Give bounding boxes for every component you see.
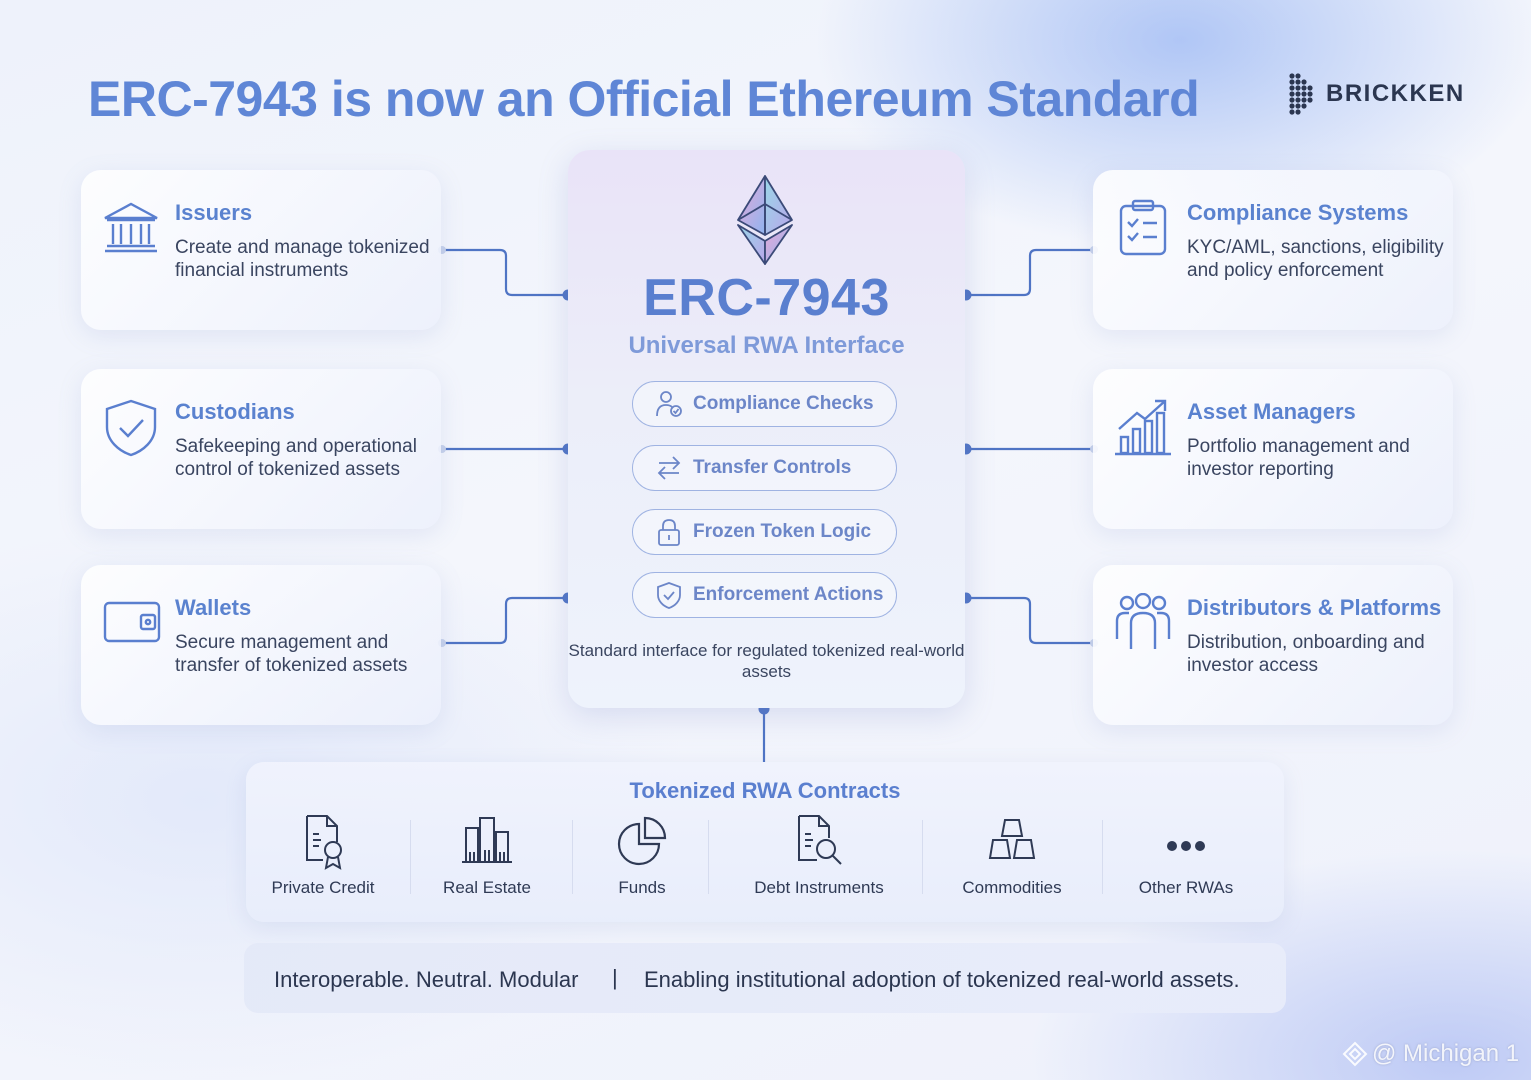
transfer-arrows-icon <box>657 456 681 480</box>
asset-label: Other RWAs <box>1138 878 1234 897</box>
feature-label: Frozen Token Logic <box>693 521 872 542</box>
divider <box>410 820 411 894</box>
asset-managers-card: Asset Managers Portfolio management and … <box>1093 369 1453 529</box>
asset-label: Real Estate <box>443 878 531 897</box>
buildings-icon <box>462 817 512 863</box>
ethereum-logo-icon <box>737 175 793 265</box>
asset-other-rwas: Other RWAs <box>1124 812 1248 898</box>
asset-private-credit: Private Credit <box>262 812 384 898</box>
growth-chart-icon <box>1115 399 1171 456</box>
card-title: Custodians <box>175 399 295 424</box>
center-note: Standard interface for regulated tokeniz… <box>568 641 965 681</box>
checklist-icon <box>1119 199 1167 256</box>
contracts-panel <box>246 762 1284 922</box>
tagline-right: Enabling institutional adoption of token… <box>644 967 1240 992</box>
card-description: Distribution, onboarding and investor ac… <box>1187 632 1425 676</box>
feature-label: Transfer Controls <box>693 457 852 478</box>
watermark-text: @ Michigan 1 <box>1372 1040 1520 1067</box>
more-dots-icon <box>1167 841 1205 851</box>
feature-label: Enforcement Actions <box>693 584 884 605</box>
divider <box>572 820 573 894</box>
erc-subtitle: Universal RWA Interface <box>628 332 905 359</box>
wallet-icon <box>103 601 161 643</box>
document-badge-icon <box>306 815 342 870</box>
contracts-title: Tokenized RWA Contracts <box>629 778 901 803</box>
distributors-platforms-card: Distributors & Platforms Distribution, o… <box>1093 565 1453 725</box>
asset-funds: Funds <box>582 812 702 898</box>
bank-icon <box>104 202 158 253</box>
card-title: Wallets <box>175 595 252 620</box>
gold-bars-icon <box>988 819 1036 859</box>
asset-label: Debt Instruments <box>754 878 884 897</box>
shield-check-icon <box>657 582 681 609</box>
lock-icon <box>658 519 680 546</box>
asset-label: Private Credit <box>271 878 375 897</box>
feature-compliance-checks: Compliance Checks <box>632 381 897 427</box>
feature-label: Compliance Checks <box>693 393 874 414</box>
erc-title: ERC-7943 <box>643 269 890 327</box>
card-description: Secure management and transfer of tokeni… <box>175 632 408 676</box>
brand-logo: BRICKKEN <box>1288 72 1465 116</box>
card-title: Asset Managers <box>1187 399 1356 424</box>
card-title: Distributors & Platforms <box>1187 595 1442 620</box>
feature-transfer-controls: Transfer Controls <box>632 445 897 491</box>
card-description: Portfolio management and investor report… <box>1187 436 1410 480</box>
asset-commodities: Commodities <box>946 812 1078 898</box>
card-description: KYC/AML, sanctions, eligibility and poli… <box>1187 237 1444 281</box>
user-check-icon <box>656 391 682 417</box>
asset-debt-instruments: Debt Instruments <box>744 812 894 898</box>
asset-real-estate: Real Estate <box>426 812 548 898</box>
compliance-systems-card: Compliance Systems KYC/AML, sanctions, e… <box>1093 170 1453 330</box>
asset-label: Funds <box>618 878 666 897</box>
card-title: Compliance Systems <box>1187 200 1409 225</box>
document-search-icon <box>798 815 842 865</box>
divider <box>708 820 709 894</box>
people-group-icon <box>1115 593 1171 649</box>
feature-enforcement-actions: Enforcement Actions <box>632 572 897 618</box>
tagline-left: Interoperable. Neutral. Modular <box>274 967 579 992</box>
wallets-card: Wallets Secure management and transfer o… <box>81 565 441 725</box>
custodians-card: Custodians Safekeeping and operational c… <box>81 369 441 529</box>
card-description: Safekeeping and operational control of t… <box>175 436 417 480</box>
tagline-bar <box>244 943 1286 1013</box>
card-title: Issuers <box>175 200 253 225</box>
card-description: Create and manage tokenized financial in… <box>175 237 430 281</box>
asset-label: Commodities <box>962 878 1062 897</box>
brickken-logo-icon <box>1289 73 1313 115</box>
pie-chart-icon <box>617 816 667 866</box>
divider <box>1102 820 1103 894</box>
issuers-card: Issuers Create and manage tokenized fina… <box>81 170 441 330</box>
brand-name: BRICKKEN <box>1326 80 1465 107</box>
shield-check-icon <box>105 399 157 457</box>
tagline-divider: | <box>612 965 618 990</box>
page-title: ERC-7943 is now an Official Ethereum Sta… <box>88 71 1200 127</box>
divider <box>922 820 923 894</box>
watermark: @ Michigan 1 <box>1342 1040 1519 1068</box>
binance-diamond-icon <box>1342 1041 1368 1067</box>
feature-frozen-token-logic: Frozen Token Logic <box>632 509 897 555</box>
